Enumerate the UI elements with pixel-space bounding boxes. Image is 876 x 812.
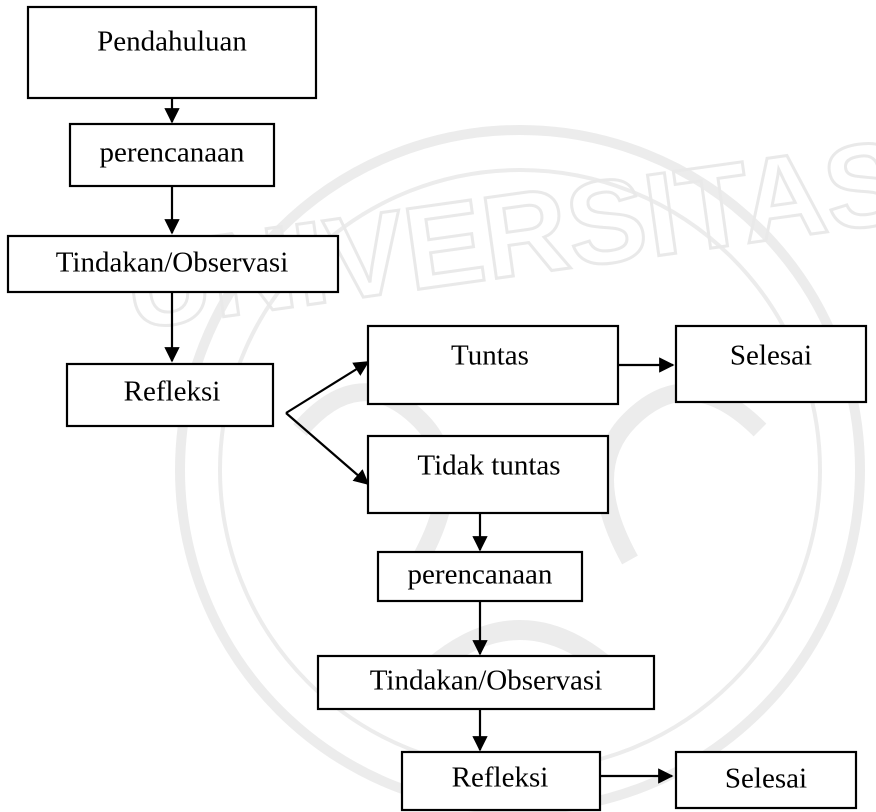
node-tuntas: Tuntas [366,324,620,406]
node-selesai-2-label: Selesai [725,763,807,795]
node-perencanaan-2: perencanaan [376,550,584,603]
node-refleksi-2-label: Refleksi [452,762,549,794]
node-pendahuluan-label: Pendahuluan [97,26,247,58]
node-perencanaan-1-label: perencanaan [100,137,245,169]
node-perencanaan-1: perencanaan [68,122,276,188]
node-tindakan-2: Tindakan/Observasi [316,654,656,711]
node-refleksi-1: Refleksi [65,362,275,428]
node-refleksi-2: Refleksi [400,750,602,812]
edges [164,97,675,784]
node-tindakan-1-label: Tindakan/Observasi [56,247,289,279]
node-perencanaan-2-label: perencanaan [408,559,553,591]
node-refleksi-1-label: Refleksi [124,376,221,408]
node-selesai-2: Selesai [674,750,858,810]
node-pendahuluan: Pendahuluan [26,5,318,100]
edge-refleksi-to-tidak-tuntas [285,412,370,486]
node-tidak-tuntas: Tidak tuntas [366,434,610,515]
node-tidak-tuntas-label: Tidak tuntas [417,450,560,482]
node-tindakan-2-label: Tindakan/Observasi [370,665,603,697]
node-selesai-1: Selesai [674,324,868,404]
node-tuntas-label: Tuntas [451,340,529,372]
node-selesai-1-label: Selesai [730,340,812,372]
edge-refleksi-to-tuntas [285,361,370,414]
node-tindakan-1: Tindakan/Observasi [6,234,340,294]
